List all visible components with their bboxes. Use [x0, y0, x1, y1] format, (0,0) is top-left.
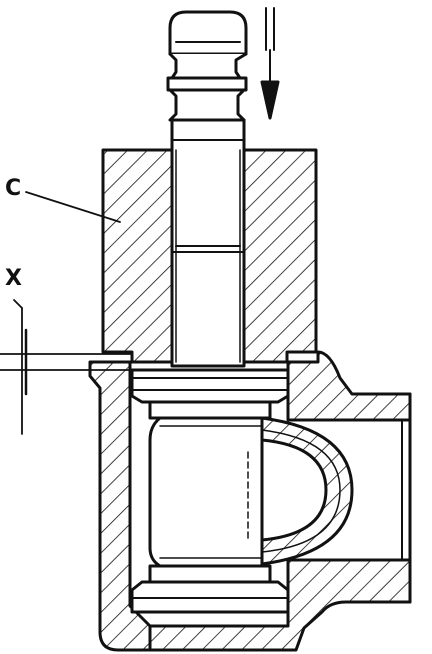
callout-x-label: X — [5, 266, 22, 291]
dimension-x — [0, 299, 133, 435]
callout-c-label: C — [5, 176, 22, 201]
press-direction-arrow-icon — [260, 7, 280, 120]
housing-body — [88, 350, 412, 652]
leader-line-c — [25, 191, 121, 223]
seat-cup — [260, 416, 354, 566]
shaft — [166, 10, 248, 368]
spool — [130, 368, 290, 614]
